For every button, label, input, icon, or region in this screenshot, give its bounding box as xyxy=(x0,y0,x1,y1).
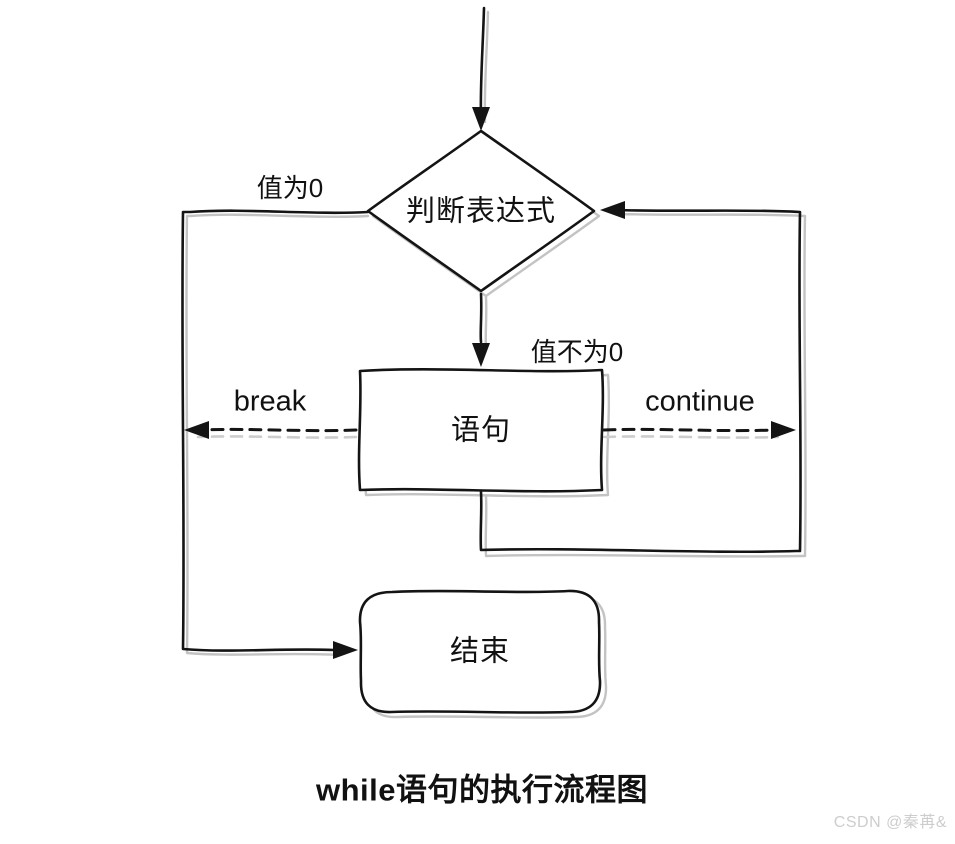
watermark-text: CSDN @秦苒& xyxy=(833,814,947,831)
statement-node-shape xyxy=(357,367,605,493)
edge-label-value-nonzero: 值不为0 xyxy=(530,337,624,367)
edge-label-continue: continue xyxy=(645,385,755,418)
edge-decision-to-end xyxy=(181,209,370,659)
edge-statement-to-decision xyxy=(479,201,802,554)
end-node-shape xyxy=(358,589,602,714)
arrowhead-right-icon xyxy=(333,641,358,659)
statement-node-label: 语句 xyxy=(450,414,512,447)
arrowhead-down-icon xyxy=(472,107,490,131)
arrowhead-left-icon xyxy=(600,201,625,219)
decision-node-label: 判断表达式 xyxy=(405,195,557,228)
decision-node-shape xyxy=(366,129,596,293)
arrowhead-down-icon xyxy=(472,343,490,367)
end-node-label: 结束 xyxy=(449,635,511,668)
edge-continue xyxy=(602,421,796,439)
ink-layer xyxy=(181,6,802,714)
edge-break xyxy=(184,421,358,439)
diagram-title: while语句的执行流程图 xyxy=(315,772,649,808)
edge-label-value-zero: 值为0 xyxy=(256,173,324,203)
arrowhead-left-icon xyxy=(184,421,209,439)
edge-decision-to-statement xyxy=(472,292,490,367)
edge-label-break: break xyxy=(233,385,307,418)
edge-entry-to-decision xyxy=(472,6,490,131)
arrowhead-right-icon xyxy=(771,421,796,439)
